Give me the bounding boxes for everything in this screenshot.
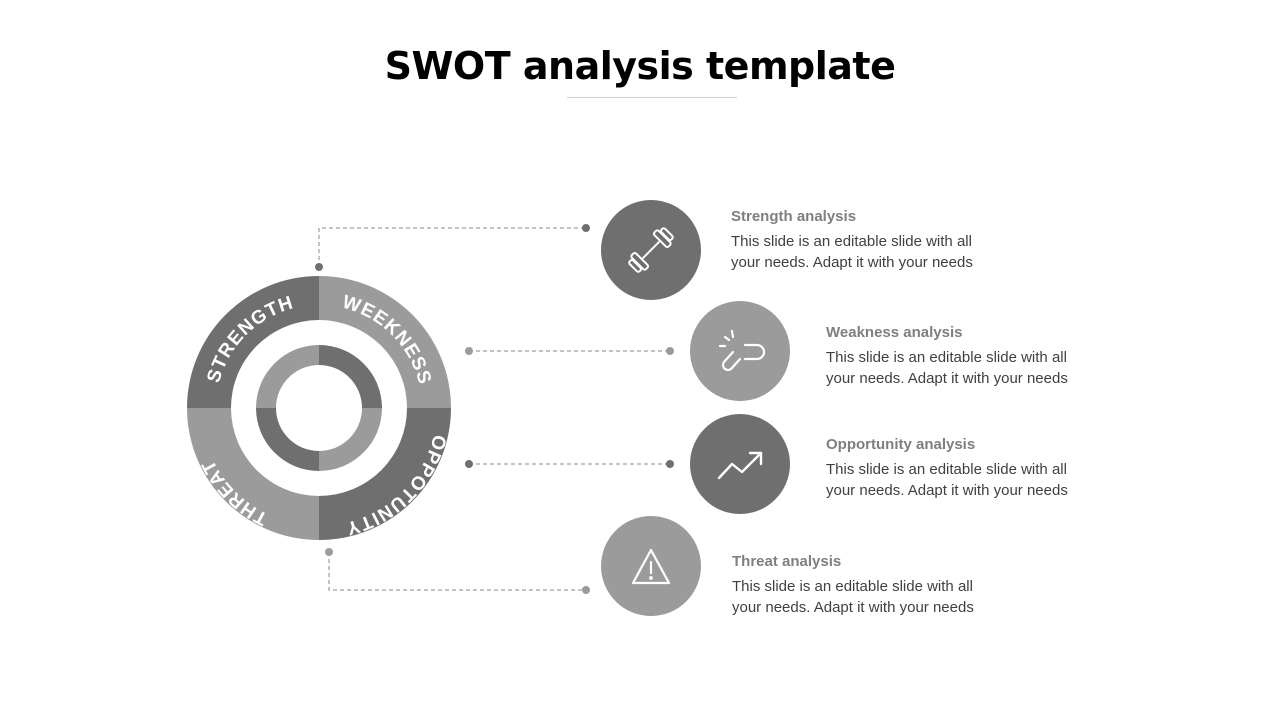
item-body: This slide is an editable slide with all… — [732, 578, 974, 616]
dot — [666, 347, 674, 355]
connector-dots — [315, 224, 674, 594]
ring-segment-strength — [187, 276, 319, 408]
opportunity-item: Opportunity analysis This slide is an ed… — [826, 436, 1096, 501]
inner-segment — [319, 345, 382, 408]
weakness-circle — [690, 301, 790, 401]
connectors — [318, 227, 670, 591]
inner-segment — [256, 408, 319, 471]
item-body: This slide is an editable slide with all… — [826, 349, 1068, 387]
ring-segment-weakness — [319, 276, 451, 408]
dot — [315, 263, 323, 271]
dot — [465, 460, 473, 468]
dumbbell-icon — [628, 227, 674, 273]
item-title: Weakness analysis — [826, 324, 963, 341]
item-body: This slide is an editable slide with all… — [731, 233, 973, 271]
inner-segment — [256, 345, 319, 408]
dot — [582, 586, 590, 594]
outer-ring — [187, 276, 451, 540]
broken-link-icon — [718, 329, 766, 372]
weakness-item: Weakness analysis This slide is an edita… — [826, 324, 1096, 389]
connector-strength — [318, 227, 586, 267]
ring-segment-opportunity — [319, 408, 451, 540]
inner-ring — [256, 345, 382, 471]
title-underline — [567, 97, 737, 98]
item-title: Threat analysis — [732, 553, 842, 570]
dot — [666, 460, 674, 468]
warning-icon — [631, 548, 671, 585]
item-title: Strength analysis — [731, 208, 857, 225]
item-title: Opportunity analysis — [826, 436, 976, 453]
dot — [465, 347, 473, 355]
ring-segment-threat — [187, 408, 319, 540]
strength-item: Strength analysis This slide is an edita… — [731, 208, 1001, 273]
inner-segment — [319, 408, 382, 471]
connector-threat — [328, 552, 586, 591]
trend-up-icon — [717, 451, 763, 480]
slide-title: SWOT analysis template — [384, 44, 896, 88]
dot — [325, 548, 333, 556]
threat-item: Threat analysis This slide is an editabl… — [732, 553, 1002, 618]
item-body: This slide is an editable slide with all… — [826, 461, 1068, 499]
dot — [582, 224, 590, 232]
opportunity-circle — [690, 414, 790, 514]
